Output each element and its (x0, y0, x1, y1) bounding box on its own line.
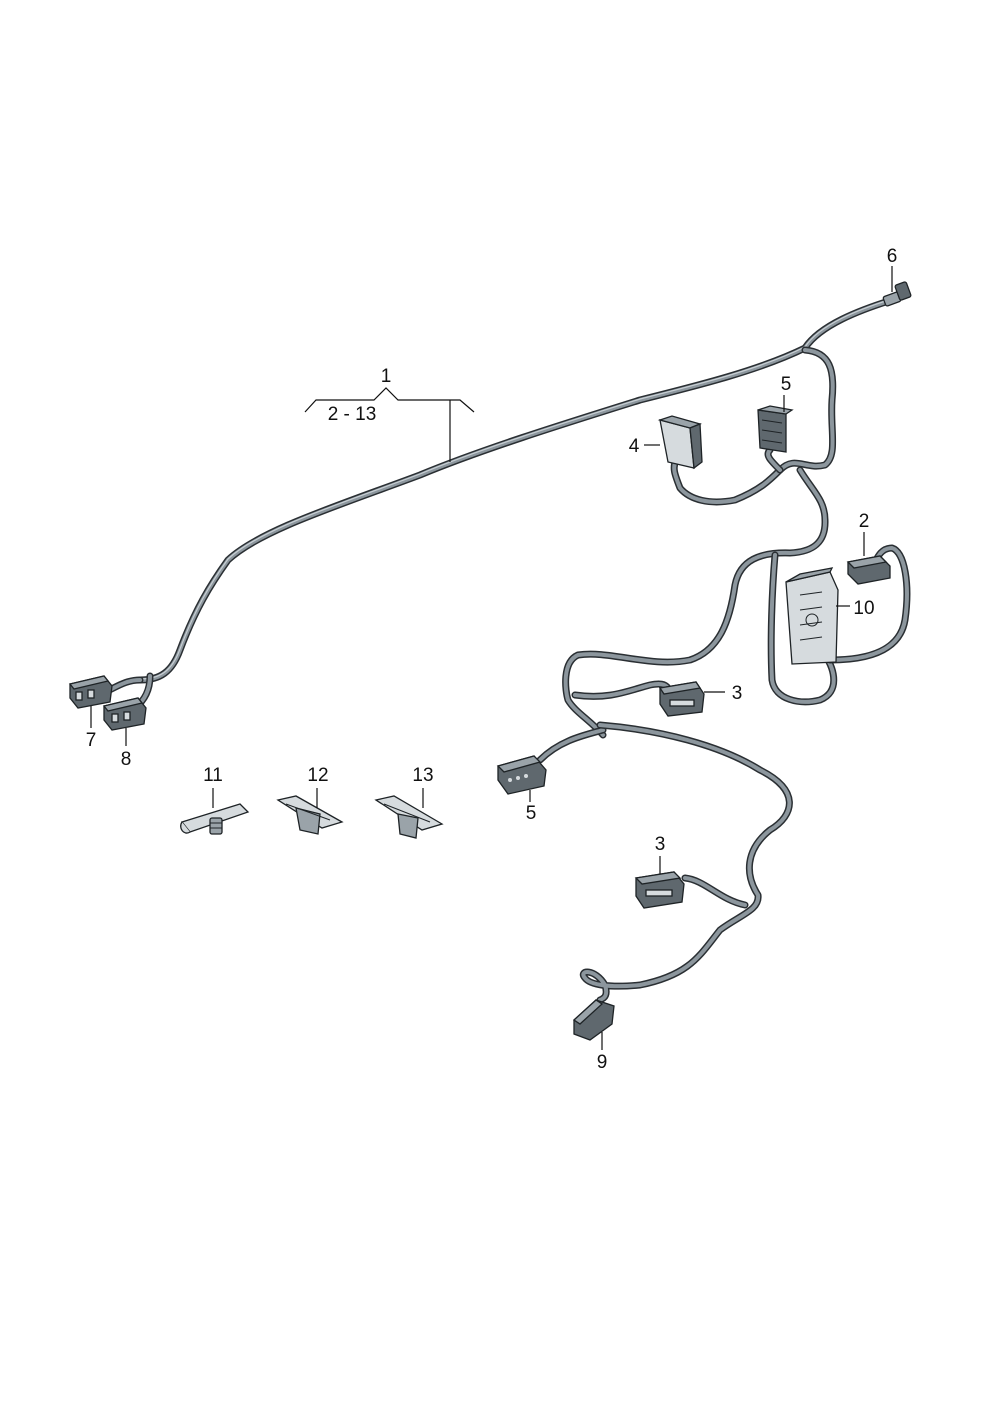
callout-1: 1 (381, 366, 392, 387)
connector-3-lower (634, 871, 685, 909)
callout-9: 9 (597, 1052, 608, 1073)
callouts: 1 2 - 13 6 5 4 2 10 3 7 8 11 12 13 5 3 9 (86, 246, 898, 1073)
connector-7 (68, 675, 113, 709)
cable-harness (101, 296, 911, 1004)
callout-4: 4 (629, 436, 640, 457)
callout-6: 6 (887, 246, 898, 267)
connector-5-lower (496, 755, 547, 795)
callout-7: 7 (86, 730, 97, 751)
clip-12 (276, 795, 344, 835)
connector-3-upper (658, 681, 705, 717)
callout-12: 12 (307, 765, 328, 786)
callout-5-lower: 5 (526, 803, 537, 824)
callout-8: 8 (121, 749, 132, 770)
module-10 (785, 567, 839, 665)
callout-13: 13 (412, 765, 433, 786)
group-bracket (304, 387, 475, 413)
clip-11 (180, 803, 250, 835)
connector-6 (882, 281, 912, 307)
callout-10: 10 (853, 598, 874, 619)
connector-2 (846, 555, 891, 585)
connector-9 (572, 999, 615, 1041)
callout-2: 2 (859, 511, 870, 532)
clip-13 (374, 795, 444, 839)
main-trunk-cable (136, 296, 896, 684)
callout-range: 2 - 13 (328, 404, 377, 425)
connector-8 (102, 697, 147, 731)
leader-lines (90, 266, 893, 1050)
callout-3-upper: 3 (732, 683, 743, 704)
connector-5-upper (757, 405, 794, 453)
connector-4 (657, 415, 703, 470)
callout-5-upper: 5 (781, 374, 792, 395)
callout-3-lower: 3 (655, 834, 666, 855)
callout-11: 11 (203, 765, 223, 786)
